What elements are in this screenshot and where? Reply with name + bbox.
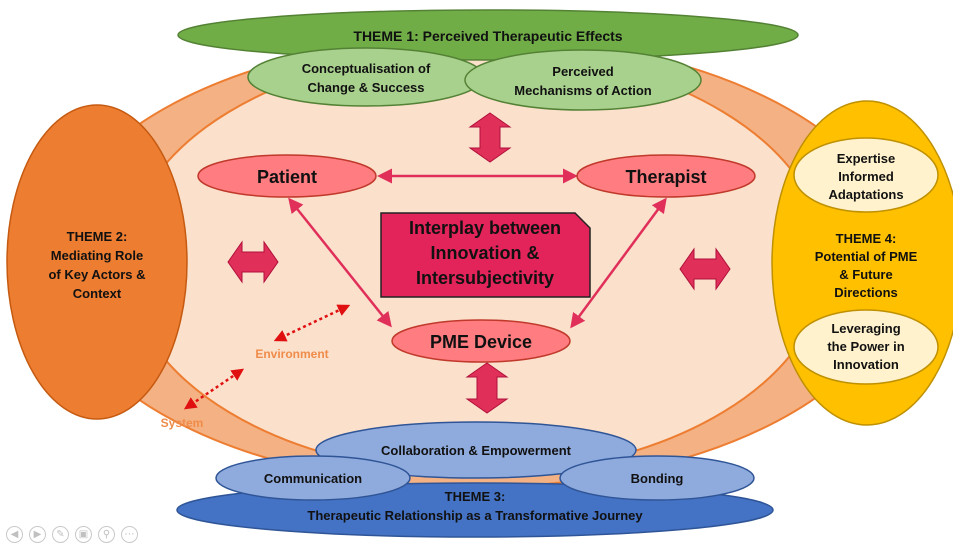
theme2-line3: of Key Actors & <box>48 267 145 282</box>
device-node <box>391 319 571 363</box>
center-box <box>380 212 591 298</box>
theme4-top-line3: Adaptations <box>828 187 903 202</box>
theme2-oval <box>6 104 188 420</box>
prev-icon[interactable]: ◀ <box>6 526 23 543</box>
double-arrow-right <box>679 247 731 291</box>
next-icon[interactable]: ▶ <box>29 526 46 543</box>
theme1-title: THEME 1: Perceived Therapeutic Effects <box>353 28 622 44</box>
theme4-line2: Potential of PME <box>815 249 918 264</box>
theme3-bonding <box>559 455 755 501</box>
patient-node <box>197 154 377 198</box>
environment-label: Environment <box>255 347 328 361</box>
environment-dotted-arrow <box>273 304 351 342</box>
zoom-icon[interactable]: ⚲ <box>98 526 115 543</box>
theme4-bottom-line2: the Power in <box>827 339 904 354</box>
slides-icon[interactable]: ▣ <box>75 526 92 543</box>
center-line2: Innovation & <box>431 243 540 263</box>
theme4-bottom-line1: Leveraging <box>831 321 900 336</box>
theme1-sub-left <box>247 47 485 107</box>
theme1-sub-right-line1: Perceived <box>552 64 613 79</box>
system-dotted-arrow <box>183 368 245 410</box>
center-line1: Interplay between <box>409 218 561 238</box>
theme4-sub-bottom <box>793 309 939 385</box>
theme1-sub-right <box>464 49 702 111</box>
theme3-communication <box>215 455 411 501</box>
theme1-sub-left-line1: Conceptualisation of <box>302 61 431 76</box>
system-label: System <box>161 416 204 430</box>
device-label: PME Device <box>430 332 532 352</box>
theme4-bottom-line3: Innovation <box>833 357 899 372</box>
theme3-bonding-label: Bonding <box>631 471 684 486</box>
theme3-title-line1: THEME 3: <box>445 489 506 504</box>
theme3-communication-label: Communication <box>264 471 362 486</box>
double-arrow-bottom <box>465 362 509 414</box>
theme1-banner <box>177 9 799 61</box>
therapist-device-arrow <box>570 197 667 329</box>
theme1-sub-right-line2: Mechanisms of Action <box>514 83 652 98</box>
patient-label: Patient <box>257 167 317 187</box>
theme4-sub-top <box>793 137 939 213</box>
double-arrow-left <box>227 240 279 284</box>
pen-icon[interactable]: ✎ <box>52 526 69 543</box>
therapist-label: Therapist <box>625 167 706 187</box>
theme3-collab <box>315 421 637 479</box>
therapist-node <box>576 154 756 198</box>
more-icon[interactable]: ⋯ <box>121 526 138 543</box>
theme3-collab-label: Collaboration & Empowerment <box>381 443 572 458</box>
patient-device-arrow <box>288 197 392 328</box>
theme2-line2: Mediating Role <box>51 248 143 263</box>
theme4-top-line1: Expertise <box>837 151 896 166</box>
double-arrow-top <box>468 112 512 163</box>
theme1-sub-left-line2: Change & Success <box>307 80 424 95</box>
theme4-line3: & Future <box>839 267 892 282</box>
theme2-line4: Context <box>73 286 122 301</box>
theme4-line1: THEME 4: <box>836 231 897 246</box>
theme4-top-line2: Informed <box>838 169 894 184</box>
theme4-line4: Directions <box>834 285 898 300</box>
theme3-title-line2: Therapeutic Relationship as a Transforma… <box>307 508 643 523</box>
center-line3: Intersubjectivity <box>416 268 554 288</box>
theme2-line1: THEME 2: <box>67 229 128 244</box>
